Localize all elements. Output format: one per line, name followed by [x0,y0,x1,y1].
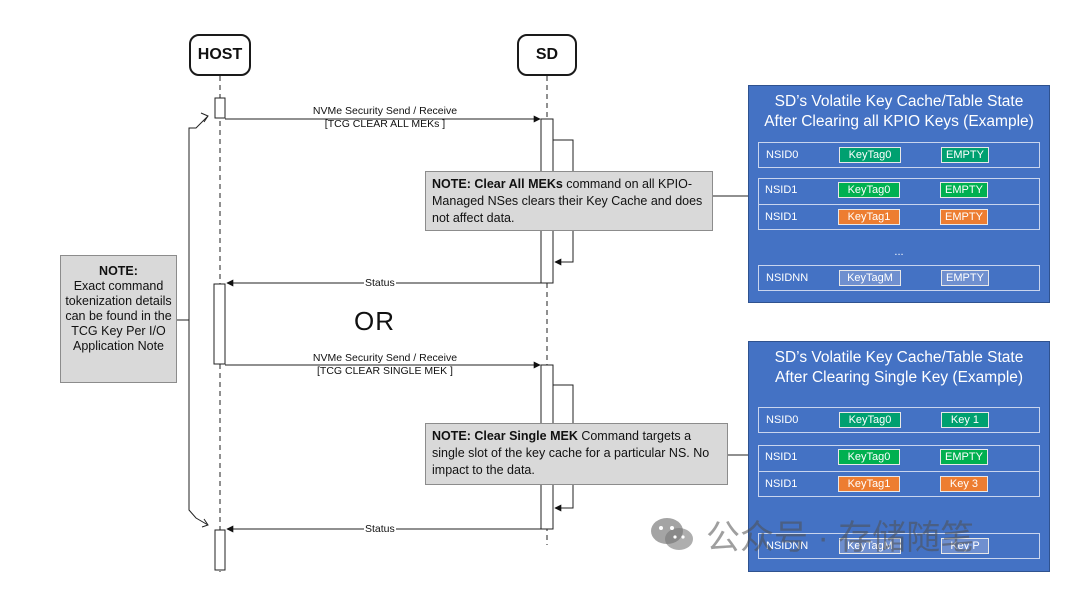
host-activation-1 [214,97,226,119]
wechat-watermark: 公众号 · 存储随笔 [648,510,974,559]
repeat-loop-connector [188,115,209,526]
key-cache-row: NSID1 KeyTag1 Key 3 [758,471,1040,497]
key-cache-row: NSID1 KeyTag1 EMPTY [758,204,1040,230]
status-label-2: Status [364,523,396,535]
key-cache-row: NSID0 KeyTag0 Key 1 [758,407,1040,433]
note-clear-single: NOTE: Clear Single MEK Command targets a… [425,423,728,485]
panel2-title: SD’s Volatile Key Cache/Table State Afte… [774,349,1024,386]
sd-actor: SD [517,34,577,76]
message-label-2: NVMe Security Send / Receive [TCG CLEAR … [312,352,458,377]
left-note: NOTE: Exact command tokenization details… [60,255,177,383]
left-note-title: NOTE: [99,264,138,278]
host-actor: HOST [189,34,251,76]
key-cache-row: NSIDNN KeyTagM EMPTY [758,265,1040,291]
or-label: OR [354,306,395,336]
key-cache-panel-clear-all: SD’s Volatile Key Cache/Table State Afte… [748,85,1050,303]
key-cache-row: NSIDNN KeyTagM Key P [758,533,1040,559]
left-note-body: Exact command tokenization details can b… [65,279,172,353]
rows-ellipsis: ... [894,246,904,258]
key-cache-panel-clear-single: SD’s Volatile Key Cache/Table State Afte… [748,341,1050,572]
panel1-title: SD’s Volatile Key Cache/Table State Afte… [764,93,1034,130]
wechat-icon [651,517,693,550]
host-activation-3 [214,529,226,571]
host-activation-2 [213,283,226,365]
key-cache-row: NSID1 KeyTag0 EMPTY [758,178,1040,204]
key-cache-row: NSID1 KeyTag0 EMPTY [758,445,1040,471]
note-clear-all: NOTE: Clear All MEKs command on all KPIO… [425,171,713,231]
status-label-1: Status [364,277,396,289]
key-cache-row: NSID0 KeyTag0 EMPTY [758,142,1040,168]
message-label-1: NVMe Security Send / Receive [TCG CLEAR … [312,105,458,130]
watermark-text: 公众号 · 存储随笔 [706,519,975,557]
